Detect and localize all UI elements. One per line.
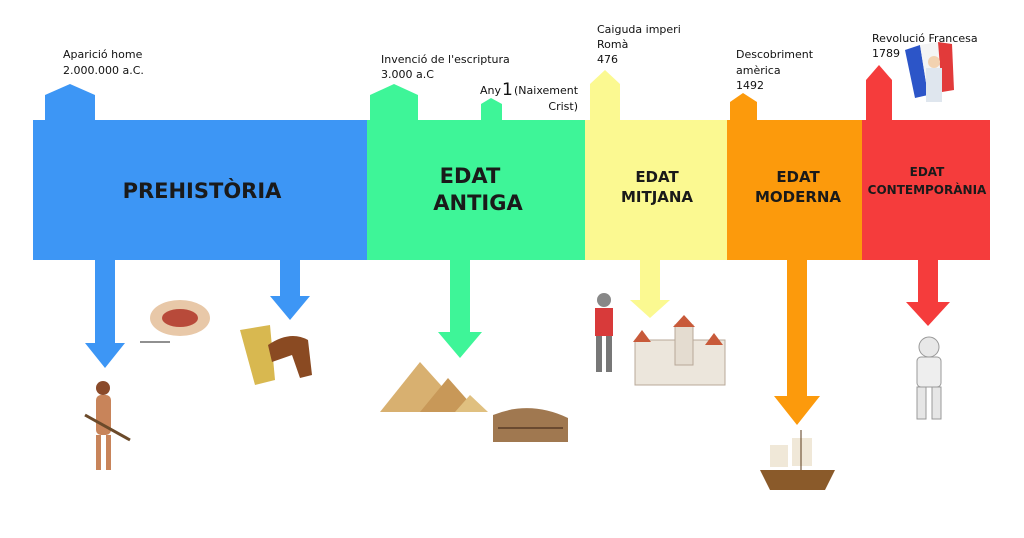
marker-revolucio	[866, 65, 892, 121]
event-america-line3: 1492	[736, 79, 764, 92]
horse-wheat-image	[240, 325, 312, 385]
pyramids-image	[380, 362, 488, 412]
event-america-line1: Descobriment	[736, 48, 814, 61]
event-escriptura-line1: Invenció de l'escriptura	[381, 53, 510, 66]
marker-descobriment	[730, 93, 757, 121]
event-revolucio-line1: Revolució Francesa	[872, 32, 978, 45]
event-escriptura-line2: 3.000 a.C	[381, 68, 434, 81]
band-prehistoria	[33, 120, 367, 260]
marker-caiguda-roma	[590, 70, 620, 121]
french-flag-image	[905, 42, 954, 102]
event-roma-line3: 476	[597, 53, 618, 66]
era-prehistoria-label: PREHISTÒRIA	[123, 178, 283, 203]
arrow-down-mitjana	[630, 260, 670, 318]
era-moderna-line1: EDAT	[776, 168, 820, 186]
event-any1-prefix: Any	[480, 84, 501, 97]
arrow-down-prehistoria-1	[85, 260, 125, 368]
era-mitjana-line1: EDAT	[635, 168, 679, 186]
arrow-down-antiga	[438, 260, 482, 358]
caveman-image	[84, 381, 131, 470]
event-aparicio-line2: 2.000.000 a.C.	[63, 64, 144, 77]
era-contemporania-line2: CONTEMPORÀNIA	[868, 182, 987, 197]
arrow-down-moderna	[774, 260, 820, 425]
arrow-down-prehistoria-2	[270, 260, 310, 320]
era-antiga-line1: EDAT	[440, 164, 501, 188]
arrow-down-contemporania	[906, 260, 950, 326]
event-america-line2: amèrica	[736, 64, 781, 77]
colosseum-image	[493, 408, 568, 442]
cave-painting-image	[140, 300, 210, 343]
event-any1-line1: (Naixement	[514, 84, 579, 97]
event-roma-line1: Caiguda imperi	[597, 23, 681, 36]
marker-any-1	[481, 98, 502, 121]
astronaut-image	[916, 336, 942, 420]
band-mitjana	[585, 120, 727, 260]
knight-image	[595, 293, 613, 372]
event-any1-line2: Crist)	[548, 100, 578, 113]
band-moderna	[727, 120, 862, 260]
event-roma-line2: Romà	[597, 38, 628, 51]
marker-escriptura	[370, 84, 418, 121]
event-revolucio-line2: 1789	[872, 47, 900, 60]
band-contemporania	[862, 120, 990, 260]
event-any1-number: 1	[502, 80, 513, 100]
castle-image	[633, 315, 726, 386]
era-contemporania-line1: EDAT	[910, 165, 946, 179]
band-antiga	[367, 120, 585, 260]
ship-image	[760, 430, 835, 490]
era-antiga-line2: ANTIGA	[433, 191, 523, 215]
era-mitjana-line2: MITJANA	[621, 188, 693, 206]
event-aparicio-line1: Aparició home	[63, 48, 143, 61]
marker-aparicio-home	[45, 84, 95, 121]
era-moderna-line2: MODERNA	[755, 188, 841, 206]
